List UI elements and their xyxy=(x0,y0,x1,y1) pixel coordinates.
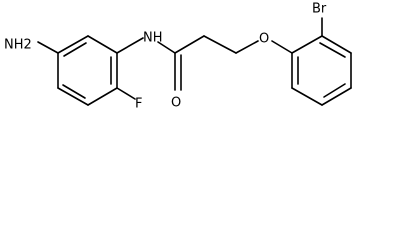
left-benzene-ring xyxy=(57,35,118,106)
chemical-structure-diagram: NH2 NH Br O O F xyxy=(4,2,352,112)
bond-ring1-double-2 xyxy=(62,84,86,99)
bond-ring2-double-1 xyxy=(319,42,346,58)
right-benzene-ring xyxy=(291,35,352,106)
bond-ring2-a xyxy=(291,35,323,54)
bond-nh-to-carbonyl xyxy=(157,41,176,54)
atom-label-nh: NH xyxy=(143,31,163,46)
atom-label-nh2: NH2 xyxy=(4,38,32,53)
bond-o-to-ring2 xyxy=(271,40,293,54)
atom-label-o-carbonyl: O xyxy=(171,96,181,111)
bond-ring1-a xyxy=(87,35,118,54)
bond-carbonyl-to-ch2-a xyxy=(174,35,205,54)
atom-label-o-ether: O xyxy=(259,32,269,47)
atom-label-f: F xyxy=(135,97,142,112)
bond-ring1-d xyxy=(57,87,89,106)
bond-ch2-a-to-ch2-b xyxy=(203,35,237,54)
bond-ring2-b xyxy=(321,35,352,54)
bond-ch2-b-to-o xyxy=(235,40,259,54)
bond-ring1-c xyxy=(87,87,118,106)
bond-ring1-to-nh xyxy=(116,37,144,54)
bond-ring1-double-3 xyxy=(63,42,87,57)
bond-ring2-double-2 xyxy=(323,83,346,98)
atom-label-br: Br xyxy=(312,2,327,17)
bond-ring2-e xyxy=(291,87,323,106)
bond-ring1-to-nh2 xyxy=(37,41,59,54)
bond-ring2-d xyxy=(321,87,352,106)
bond-ring1-f xyxy=(57,35,89,54)
bond-ring1-to-f xyxy=(116,87,136,100)
